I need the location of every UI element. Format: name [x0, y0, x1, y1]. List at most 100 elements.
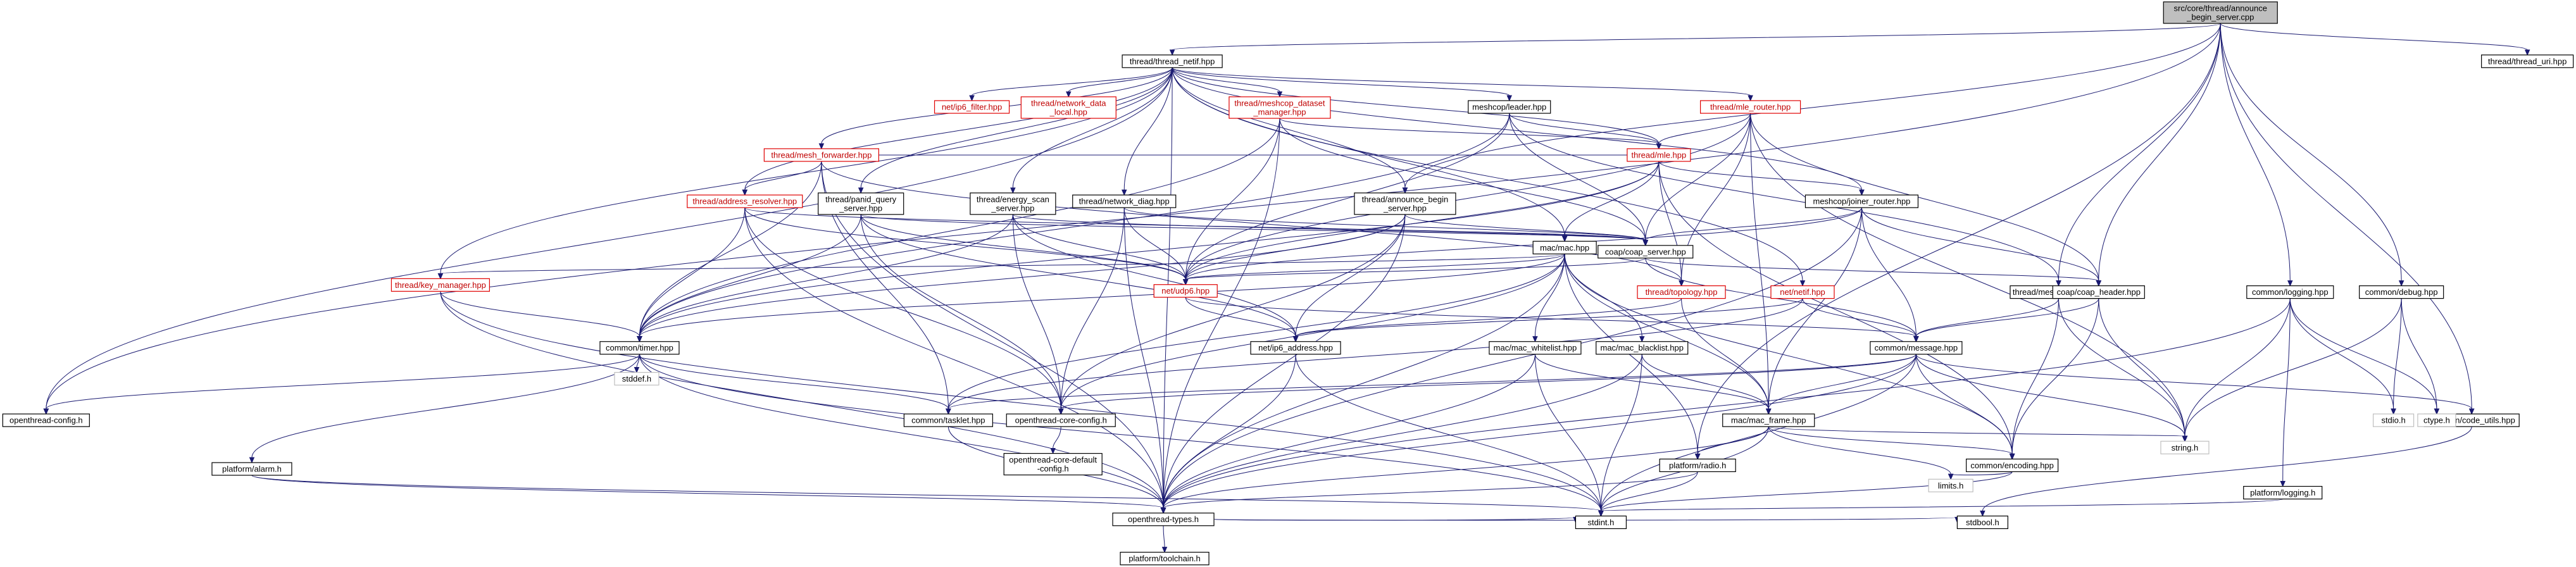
node-root[interactable]: src/core/thread/announce_begin_server.cp… [2163, 1, 2278, 24]
node-label: thread/thread_netif.hpp [1130, 56, 1215, 66]
edge-line [1172, 67, 1660, 144]
edge-line [1564, 254, 1698, 454]
node-netif[interactable]: net/netif.hpp [1770, 285, 1835, 299]
node-mesh-forwarder[interactable]: thread/mesh_forwarder.hpp [763, 148, 879, 162]
node-dataset-manager[interactable]: thread/meshcop_dataset_manager.hpp [1229, 96, 1331, 119]
edge-message-to-tasklet [946, 354, 1916, 415]
edge-mac-to-timer [637, 254, 1565, 342]
edge-line [639, 214, 1013, 337]
edge-arrowhead [437, 273, 444, 280]
node-message[interactable]: common/message.hpp [1870, 341, 1963, 355]
edge-arrowhead [1161, 547, 1168, 553]
edge-arrowhead [1292, 336, 1299, 342]
node-box [614, 371, 660, 386]
node-mle-router[interactable]: thread/mle_router.hpp [1699, 100, 1801, 114]
edge-line [1645, 113, 1751, 240]
node-label: coap/coap_server.hpp [1605, 247, 1686, 256]
edge-timer-to-ot_config [43, 354, 640, 415]
node-panid-query[interactable]: thread/panid_query_server.hpp [818, 192, 904, 215]
node-udp6[interactable]: net/udp6.hpp [1153, 284, 1218, 298]
edge-message-to-ot_types [1160, 354, 1916, 514]
node-mac-blacklist[interactable]: mac/mac_blacklist.hpp [1596, 341, 1689, 355]
edge-line [1185, 214, 1406, 280]
edge-arrowhead [1656, 143, 1662, 150]
node-label: thread/energy_scan [977, 194, 1049, 204]
edge-thread_netif-to-mac [1172, 67, 1568, 242]
node-network-data-local[interactable]: thread/network_data_local.hpp [1020, 96, 1116, 119]
node-timer[interactable]: common/timer.hpp [599, 341, 680, 355]
node-ot-core-default-config[interactable]: openthread-core-default-config.h [1003, 452, 1103, 476]
node-box [1354, 192, 1456, 215]
edge-line [1768, 208, 1862, 409]
node-tasklet[interactable]: common/tasklet.hpp [903, 413, 993, 427]
node-box [211, 462, 292, 476]
node-label: openthread-core-config.h [1015, 416, 1107, 425]
node-box [1229, 96, 1331, 119]
node-topology[interactable]: thread/topology.hpp [1637, 285, 1726, 299]
node-debug-hpp[interactable]: common/debug.hpp [2359, 285, 2444, 299]
edge-line [1185, 208, 1862, 280]
node-announce-begin[interactable]: thread/announce_begin_server.hpp [1354, 192, 1456, 215]
node-mle[interactable]: thread/mle.hpp [1627, 148, 1691, 162]
node-toolchain[interactable]: platform/toolchain.h [1120, 552, 1210, 566]
node-address-resolver[interactable]: thread/address_resolver.hpp [687, 194, 803, 208]
edge-dataset_manager-to-timer [637, 118, 1280, 342]
edge-line [1768, 427, 1951, 475]
edge-line [1012, 214, 1296, 337]
node-logging-hpp[interactable]: common/logging.hpp [2246, 285, 2334, 299]
node-stdint[interactable]: stdint.h [1575, 515, 1627, 530]
node-stdbool[interactable]: stdbool.h [1956, 515, 2009, 530]
edge-thread_netif-to-network_data_local [1066, 67, 1173, 98]
edge-line [1163, 471, 1698, 509]
node-ot-core-config[interactable]: openthread-core-config.h [1006, 413, 1116, 427]
edge-debug_hpp-to-ctype [2401, 298, 2440, 415]
edge-line [46, 67, 1173, 409]
edge-line [1564, 254, 1769, 409]
edge-line [1564, 254, 1642, 337]
node-coap-header[interactable]: coap/coap_header.hpp [2052, 285, 2145, 299]
node-platform-logging[interactable]: platform/logging.h [2243, 485, 2323, 500]
edge-line [251, 475, 1164, 509]
node-ip6-filter[interactable]: net/ip6_filter.hpp [934, 100, 1010, 114]
node-energy-scan[interactable]: thread/energy_scan_server.hpp [970, 192, 1056, 215]
node-thread-uri[interactable]: thread/thread_uri.hpp [2481, 54, 2574, 68]
edge-line [2289, 298, 2437, 409]
node-platform-radio[interactable]: platform/radio.h [1659, 458, 1736, 473]
node-ot-types[interactable]: openthread-types.h [1112, 513, 1215, 526]
node-platform-alarm[interactable]: platform/alarm.h [211, 462, 292, 476]
edge-line [744, 208, 1186, 280]
edge-arrowhead [2056, 280, 2061, 287]
edge-line [1012, 214, 1186, 280]
edges-layer [43, 23, 2530, 553]
node-mac-frame[interactable]: mac/mac_frame.hpp [1722, 413, 1815, 427]
node-box [391, 278, 491, 292]
node-leader[interactable]: meshcop/leader.hpp [1468, 100, 1551, 114]
node-box [1966, 458, 2059, 473]
edge-arrowhead [2468, 408, 2475, 415]
node-ot-config[interactable]: openthread-config.h [2, 413, 90, 427]
node-label: mac/mac_frame.hpp [1731, 416, 1806, 425]
edge-mle-to-timer [637, 161, 1660, 342]
node-ip6-address[interactable]: net/ip6_address.hpp [1250, 341, 1341, 355]
node-joiner-router[interactable]: meshcop/joiner_router.hpp [1804, 194, 1919, 208]
node-box [1627, 148, 1691, 162]
edge-arrowhead [1639, 336, 1645, 342]
node-network-diag[interactable]: thread/network_diag.hpp [1072, 194, 1177, 208]
node-label: common/tasklet.hpp [911, 416, 985, 425]
edge-mac-to-tasklet [946, 254, 1565, 415]
edge-line [1163, 354, 1296, 508]
node-coap-server[interactable]: coap/coap_server.hpp [1597, 245, 1694, 259]
node-mac-whitelist[interactable]: mac/mac_whitelist.hpp [1489, 341, 1582, 355]
node-key-manager[interactable]: thread/key_manager.hpp [391, 278, 491, 292]
edge-topology-to-mac_frame [1681, 298, 1772, 415]
node-thread-netif[interactable]: thread/thread_netif.hpp [1122, 54, 1223, 68]
node-mac[interactable]: mac/mac.hpp [1532, 240, 1597, 254]
edge-mac_whitelist-to-stdint [1534, 354, 1604, 517]
edge-line [1172, 67, 1406, 188]
edge-arrowhead [249, 457, 255, 464]
edge-line [639, 214, 861, 337]
edge-timer-to-platform_alarm [249, 354, 640, 464]
node-encoding[interactable]: common/encoding.hpp [1966, 458, 2059, 473]
node-box [1770, 285, 1835, 299]
edge-line [744, 67, 1173, 190]
